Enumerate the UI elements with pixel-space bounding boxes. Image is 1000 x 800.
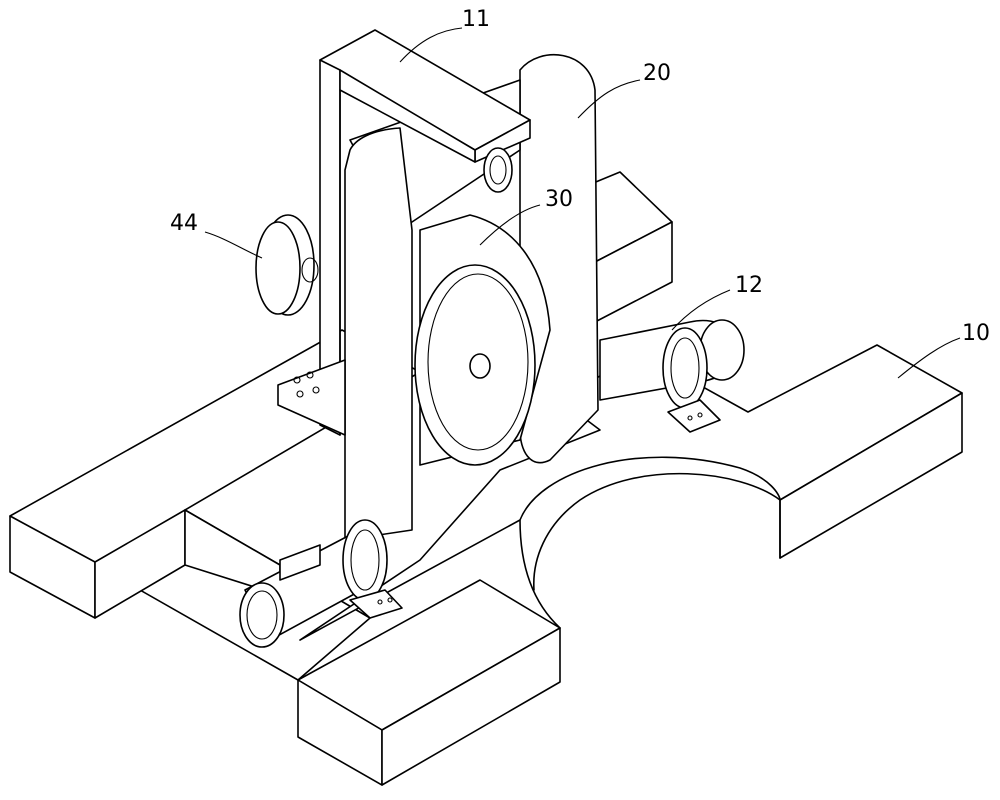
label-pipe: 20 xyxy=(643,61,671,86)
wheel xyxy=(414,214,551,466)
right-pipe-assembly xyxy=(599,319,745,433)
label-frame: 11 xyxy=(462,7,490,32)
label-support-clamp: 12 xyxy=(735,273,763,298)
front-pipe-assembly xyxy=(239,519,403,648)
label-wheel: 30 xyxy=(545,187,573,212)
clamp-ring-front xyxy=(342,519,388,601)
hand-wheel xyxy=(255,214,319,316)
leader-lines xyxy=(204,27,961,379)
label-hand-wheel: 44 xyxy=(170,211,198,236)
label-base: 10 xyxy=(962,321,990,346)
frame xyxy=(277,29,531,436)
clamp-ring-right xyxy=(662,327,708,409)
wheel-hub xyxy=(469,353,491,379)
